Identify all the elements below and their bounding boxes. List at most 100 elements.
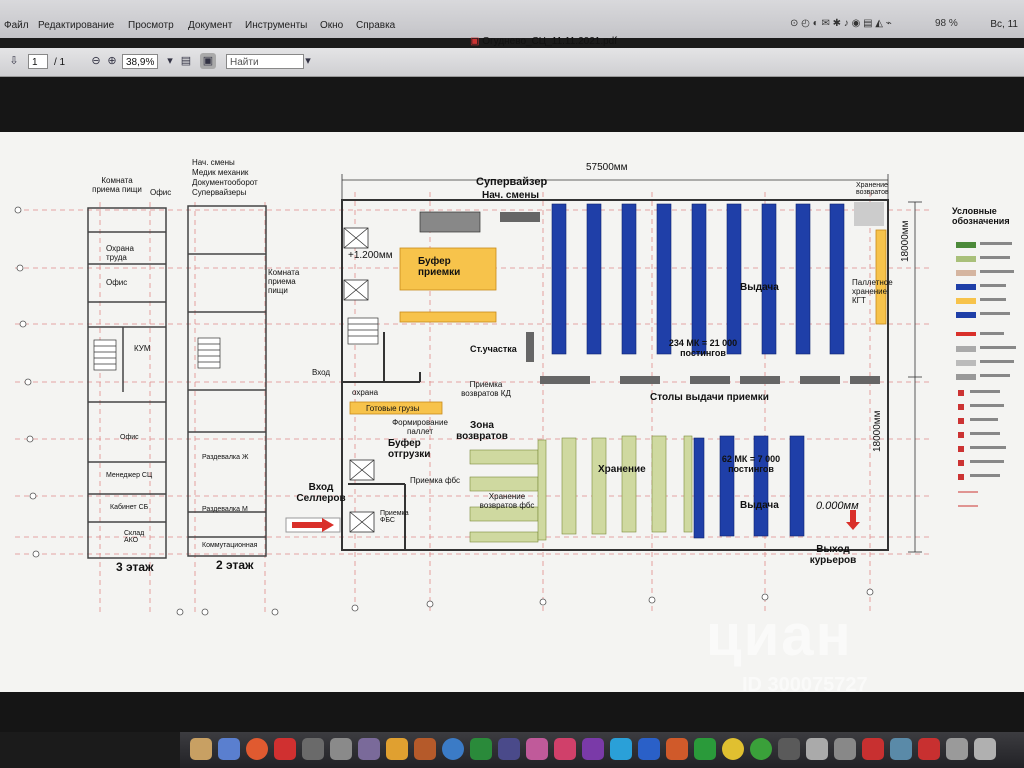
word-icon[interactable] [638,738,660,760]
fbs-returns-storage-label: Хранение возвратов фбс [479,492,535,510]
app-icon[interactable] [498,738,520,760]
trash-icon[interactable] [974,738,996,760]
app-icon[interactable] [582,738,604,760]
dimension-top-label: 57500мм [586,162,628,173]
document-title: ▣ Огуднево_СЦ_11.11.2021.pdf [470,36,617,47]
menu-help[interactable]: Справка [356,20,396,31]
menu-file[interactable]: Файл [4,20,29,31]
zoom-input[interactable]: 38,9% [122,54,158,69]
menu-document[interactable]: Документ [188,20,233,31]
fbs-receive2-label: Приемка ФБС [380,510,409,524]
fit-page-icon[interactable]: ▣ [200,53,216,69]
mk-bottom-label: 62 МК = 7 000 постингов [721,454,781,474]
green-storage-racks [469,435,693,543]
storage-returns-top-label: Хранение возвратов [856,182,889,196]
warehouse-outline [341,199,889,551]
blue-racks-top [551,203,845,355]
dimension-right-label-2: 18000мм [872,410,883,452]
app-icon[interactable] [302,738,324,760]
zoom-dropdown-icon[interactable]: ▾ [167,55,173,67]
office-label: Офис [150,188,172,197]
floor-plan-page[interactable]: 57500мм 18000мм 18000мм Комната приема п… [0,132,1024,692]
zoom-in-icon[interactable]: ⊕ [107,55,117,67]
level-up-label: +1.200мм [348,250,393,261]
returns-zone-label: Зона возвратов [456,420,508,442]
floor2-outline [187,205,267,557]
clock[interactable]: Вс, 11 [990,19,1018,30]
document-title-text: Огуднево_СЦ_11.11.2021.pdf [482,36,617,47]
app-icon[interactable] [778,738,800,760]
search-dropdown-icon[interactable]: ▾ [305,55,311,67]
powerpoint-icon[interactable] [666,738,688,760]
app-icon[interactable] [414,738,436,760]
shift-head-label: Нач. смены [482,190,539,201]
office2-label: Офис [106,278,128,287]
security-label: охрана [352,388,379,397]
mk-top-label: 234 МК = 21 000 постингов [668,338,738,358]
menu-tools[interactable]: Инструменты [245,20,308,31]
kum-label: КУМ [134,344,151,353]
menu-bar: Файл Редактирование Просмотр Документ Ин… [0,0,1024,38]
level-zero-label: 0.000мм [816,500,859,512]
chrome-icon[interactable] [246,738,268,760]
issue-tables-label: Столы выдачи приемки [650,392,769,403]
app-icon[interactable] [470,738,492,760]
menu-view[interactable]: Просмотр [128,20,174,31]
search-input[interactable]: Найти [226,54,304,69]
room-food-right: Комната приема пищи [268,268,300,295]
cabinet-label: Кабинет СБ [110,504,149,511]
office3-label: Офис [120,434,139,441]
app-icon[interactable] [806,738,828,760]
switch-room-label: Коммутационная [202,542,258,549]
viewer-background [0,77,1024,132]
zoom-out-icon[interactable]: ⊖ [91,55,101,67]
tray-icons-icon[interactable]: ⊙ ◴ ◐ ✉ ✱ ♪ ◉ ▤ ◭ ⌁ [790,18,892,29]
ready-goods-label: Готовые грузы [366,404,420,413]
couriers-exit-label: Выход курьеров [809,544,857,566]
supervisor-label: Супервайзер [476,176,548,188]
pallet-forming-label: Формирование паллет [392,418,448,436]
menu-edit[interactable]: Редактирование [38,20,115,31]
finder-icon[interactable] [190,738,212,760]
issue2-label: Выдача [740,500,779,511]
floor3-outline [87,207,167,559]
blue-racks-bottom [693,435,805,539]
legend-title: Условные обозначения [952,206,1010,226]
vlc-icon[interactable] [386,738,408,760]
app-icon[interactable] [890,738,912,760]
dock [180,732,1024,768]
floor-plan-drawing [14,174,1016,616]
app-icon[interactable] [722,738,744,760]
page-number-input[interactable]: 1 [28,54,48,69]
browser-icon[interactable] [442,738,464,760]
app-icon[interactable] [358,738,380,760]
axis-markers [14,206,874,616]
labor-protection-label: Охрана труда [106,244,134,262]
acrobat-icon[interactable] [862,738,884,760]
app-icon[interactable] [610,738,632,760]
sellers-entrance-label: Вход Селлеров [296,482,346,504]
app-icon[interactable] [330,738,352,760]
issue-label: Выдача [740,282,779,293]
app-icon[interactable] [834,738,856,760]
yandex-icon[interactable] [274,738,296,760]
app-icon[interactable] [526,738,548,760]
dimension-top [341,174,889,202]
app-icon[interactable] [750,738,772,760]
fit-width-icon[interactable]: ▤ [180,55,192,67]
red-arrows [285,510,860,533]
app-icon[interactable] [554,738,576,760]
excel-icon[interactable] [694,738,716,760]
app-icon[interactable] [218,738,240,760]
acrobat-icon[interactable] [918,738,940,760]
viewer-background-bottom [0,692,1024,732]
storage-label: Хранение [598,464,646,475]
battery-text: 98 % [935,18,958,29]
app-icon[interactable] [946,738,968,760]
buffer-racks [349,229,887,415]
buffer-receive-label: Буфер приемки [418,256,461,278]
menu-window[interactable]: Окно [320,20,344,31]
page-navigation-icon[interactable]: ⇩ [9,55,19,67]
dock-doors [343,227,375,533]
watermark-brand: циан [706,603,853,668]
